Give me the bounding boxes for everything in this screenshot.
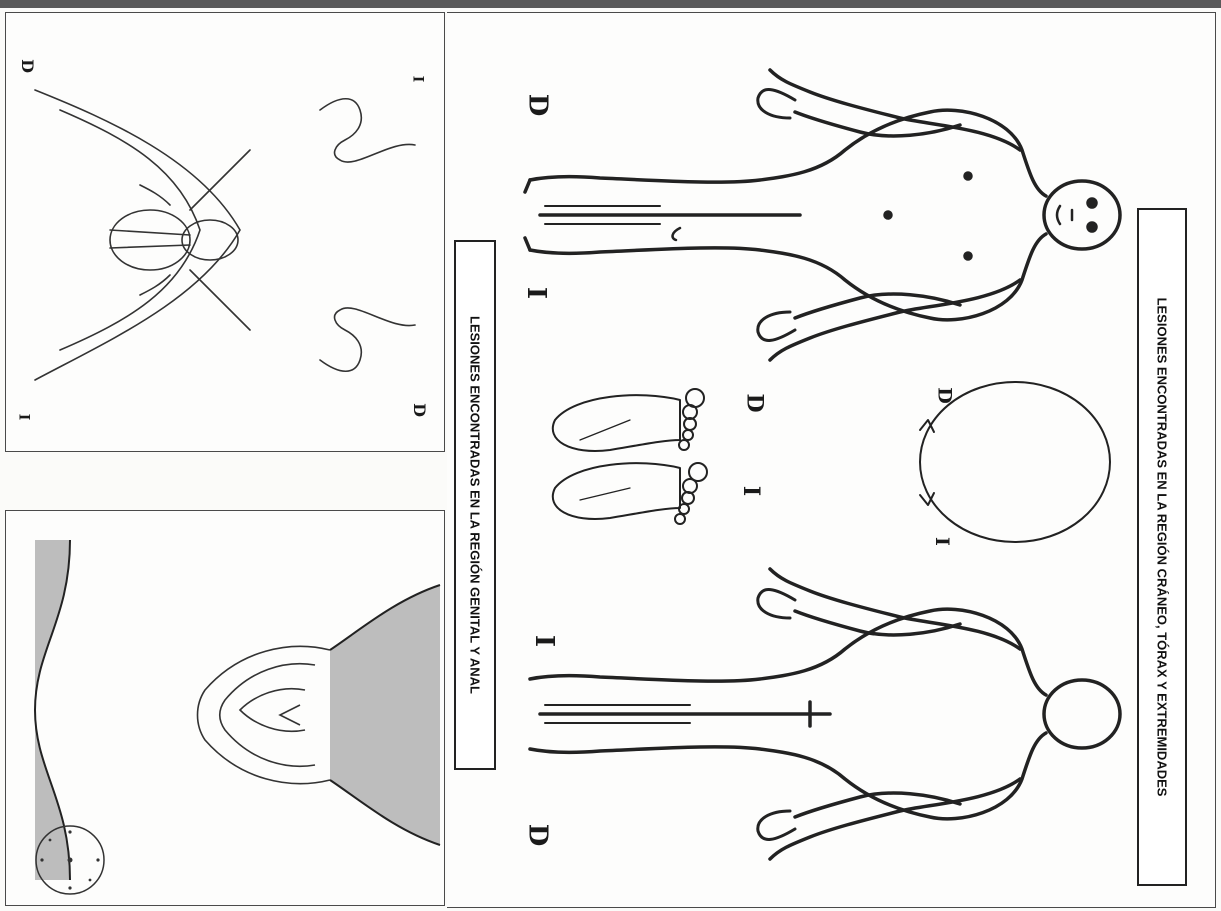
body-back-figure [530, 569, 1120, 859]
feet-soles-view [553, 389, 707, 524]
body-front-figure [525, 70, 1120, 360]
genital-diagram [35, 90, 415, 380]
anal-diagram [35, 540, 440, 894]
head-top-view [920, 382, 1110, 542]
